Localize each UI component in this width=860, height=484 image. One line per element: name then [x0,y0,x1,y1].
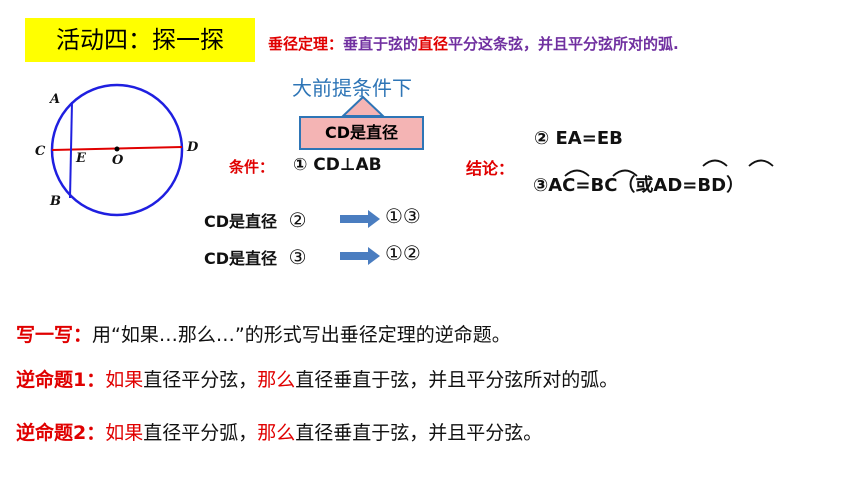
condition-label: 条件： [229,158,275,176]
converse-1-if: 如果 [105,369,144,391]
converse-2-if: 如果 [105,422,144,444]
implication-given: ③ [288,245,307,269]
arc-ad: AD [653,175,683,196]
conclusion-item-3-prefix: ③ [533,175,549,196]
paren-open: （或 [617,175,654,196]
label-a: A [48,92,60,107]
premise-text: 大前提条件下 [292,76,412,100]
write-task-label: 写一写： [16,324,93,346]
theorem-part1: 垂直于弦的 [343,35,419,53]
chord-ab [69,101,73,199]
equals-1: = [575,175,591,196]
theorem-diameter: 直径 [418,35,449,53]
label-d: D [186,140,199,155]
converse-2-then: 那么 [257,422,296,444]
write-task: 写一写：用“如果…那么…”的形式写出垂径定理的逆命题。 [16,320,511,347]
write-task-text: 用“如果…那么…”的形式写出垂径定理的逆命题。 [92,324,511,346]
converse-2-if-clause: 直径平分弧， [143,422,258,444]
implication-premise: CD是直径 [204,249,278,268]
arc-mark-ac [564,169,590,177]
implication-result: ①② [385,241,421,265]
conclusion-item-3: ③AC=BC（或AD=BD） [533,171,744,197]
label-c: C [35,144,46,159]
converse-1-then-clause: 直径垂直于弦，并且平分弦所对的弧。 [295,369,619,391]
arc-mark-bd [748,159,774,167]
theorem-part3: 平分这条弦，并且平分弦所对的弧. [448,35,679,53]
theorem-label: 垂径定理： [268,35,344,53]
converse-1: 逆命题1：如果直径平分弦，那么直径垂直于弦，并且平分弦所对的弧。 [16,365,618,392]
label-o: O [112,153,124,168]
arc-bd: BD [697,175,727,196]
arc-mark-ad [702,159,728,167]
label-e: E [75,151,87,166]
arc-bc: BC [590,175,618,196]
converse-1-label: 逆命题1： [16,369,106,391]
converse-2-label: 逆命题2： [16,422,106,444]
converse-2: 逆命题2：如果直径平分弧，那么直径垂直于弦，并且平分弦。 [16,418,542,445]
conclusion-item-2: ② EA=EB [534,128,623,149]
diameter-callout: CD是直径 [299,116,424,150]
implication-premise: CD是直径 [204,212,278,231]
implication-arrow-2 [340,247,380,265]
activity-title: 活动四：探一探 [25,18,255,62]
implication-given: ② [288,208,307,232]
implication-row-1: CD是直径 ② ①③ [204,204,421,232]
theorem-statement: 垂径定理：垂直于弦的直径平分这条弦，并且平分弦所对的弧. [268,33,679,54]
equals-2: = [682,175,698,196]
implication-arrow-1 [340,210,380,228]
converse-1-if-clause: 直径平分弦， [143,369,258,391]
conclusion-label: 结论： [466,159,515,178]
arc-mark-bc [612,169,638,177]
implication-row-2: CD是直径 ③ ①② [204,241,421,269]
paren-close: ） [726,175,745,196]
arc-ac: AC [548,175,576,196]
converse-2-then-clause: 直径垂直于弦，并且平分弦。 [295,422,543,444]
implication-result: ①③ [385,204,421,228]
condition-item-1: ① CD⊥AB [293,155,382,175]
label-b: B [49,194,61,209]
converse-1-then: 那么 [257,369,296,391]
center-point [114,146,120,152]
